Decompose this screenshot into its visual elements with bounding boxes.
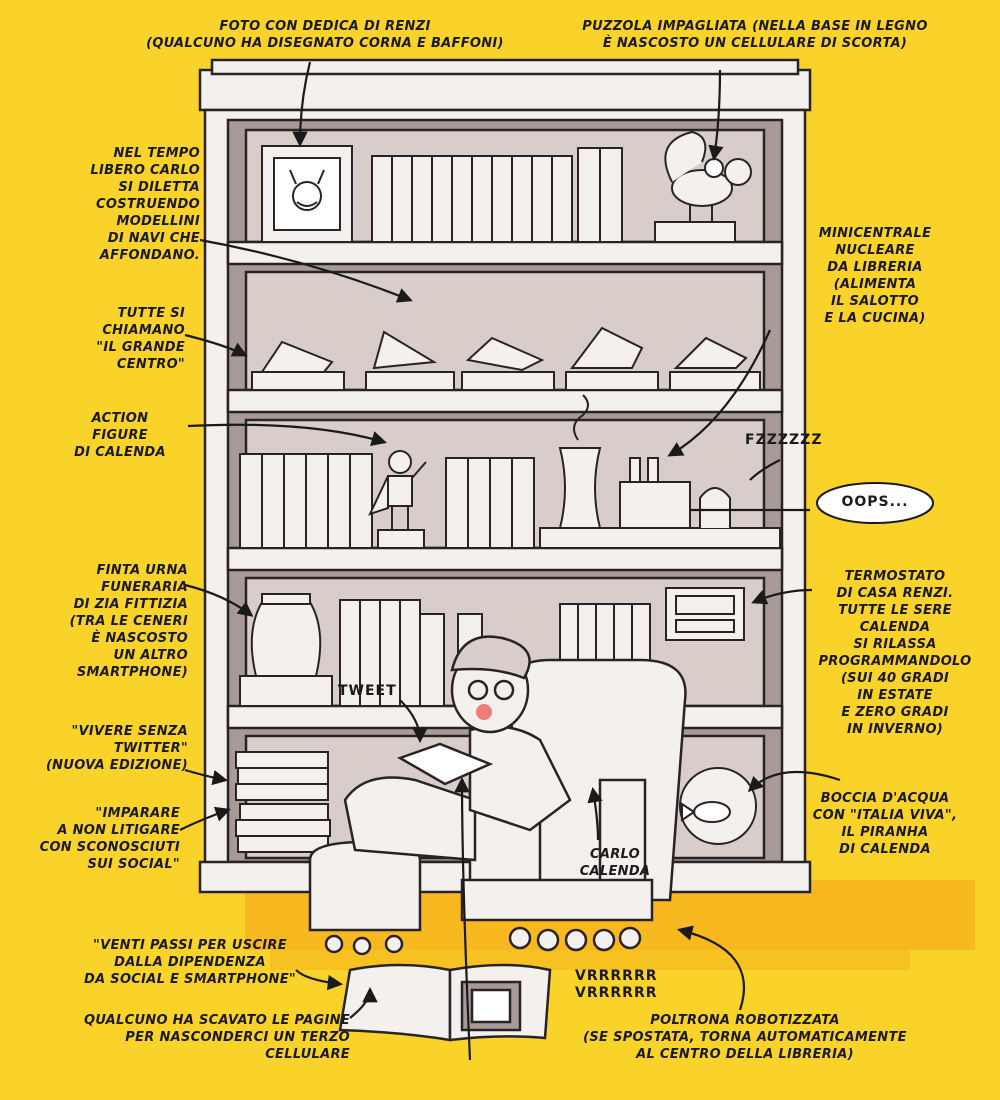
stuffed-skunk — [654, 130, 752, 243]
sound-fzzz: FZZZZZZ — [745, 432, 823, 448]
book-stack — [235, 751, 331, 853]
nuclear-power-plant — [539, 394, 781, 549]
label-grande-centro: TUTTE SI CHIAMANO "IL GRANDE CENTRO" — [96, 306, 185, 372]
action-figure — [368, 450, 427, 549]
sinking-ship-models — [251, 326, 761, 391]
label-carlo: CARLO CALENDA — [579, 847, 651, 879]
label-twenty-steps: "VENTI PASSI PER USCIRE DALLA DIPENDENZA… — [84, 938, 296, 987]
label-photo: FOTO CON DEDICA DI RENZI (QUALCUNO HA DI… — [146, 19, 504, 51]
label-social-book: "IMPARARE A NON LITIGARE CON SCONOSCIUTI… — [39, 806, 180, 872]
binders-shelf-3 — [239, 453, 535, 549]
label-robot-armchair: POLTRONA ROBOTIZZATA (SE SPOSTATA, TORNA… — [583, 1013, 907, 1062]
tweet-sign: TWEET — [338, 683, 397, 699]
annotation-arrows — [179, 61, 841, 1061]
photo-frame — [261, 145, 353, 243]
label-hidden-phone: QUALCUNO HA SCAVATO LE PAGINE PER NASCON… — [84, 1013, 350, 1062]
funeral-urn — [239, 593, 333, 707]
sound-vrrr: VRRRRRR VRRRRRR — [575, 968, 658, 1001]
thermostat — [665, 587, 745, 641]
label-fishbowl: BOCCIA D'ACQUA CON "ITALIA VIVA", IL PIR… — [812, 791, 958, 857]
sound-oops: OOPS... — [841, 494, 909, 510]
open-book — [338, 963, 552, 1042]
carlo-calenda — [343, 635, 572, 862]
label-nuclear: MINICENTRALE NUCLEARE DA LIBRERIA (ALIME… — [818, 226, 932, 326]
label-thermostat: TERMOSTATO DI CASA RENZI. TUTTE LE SERE … — [818, 569, 972, 737]
label-urn: FINTA URNA FUNERARIA DI ZIA FITTIZIA (TR… — [69, 563, 188, 680]
binders-shelf-1 — [371, 147, 623, 243]
fishbowl — [679, 767, 757, 845]
label-action-figure: ACTION FIGURE DI CALENDA — [74, 411, 166, 460]
footstool — [308, 840, 422, 956]
label-twitter-book: "VIVERE SENZA TWITTER" (NUOVA EDIZIONE) — [45, 724, 188, 773]
label-free-time: NEL TEMPO LIBERO CARLO SI DILETTA COSTRU… — [90, 146, 200, 263]
label-skunk: PUZZOLA IMPAGLIATA (NELLA BASE IN LEGNO … — [582, 19, 928, 51]
oops-bubble — [816, 482, 934, 524]
